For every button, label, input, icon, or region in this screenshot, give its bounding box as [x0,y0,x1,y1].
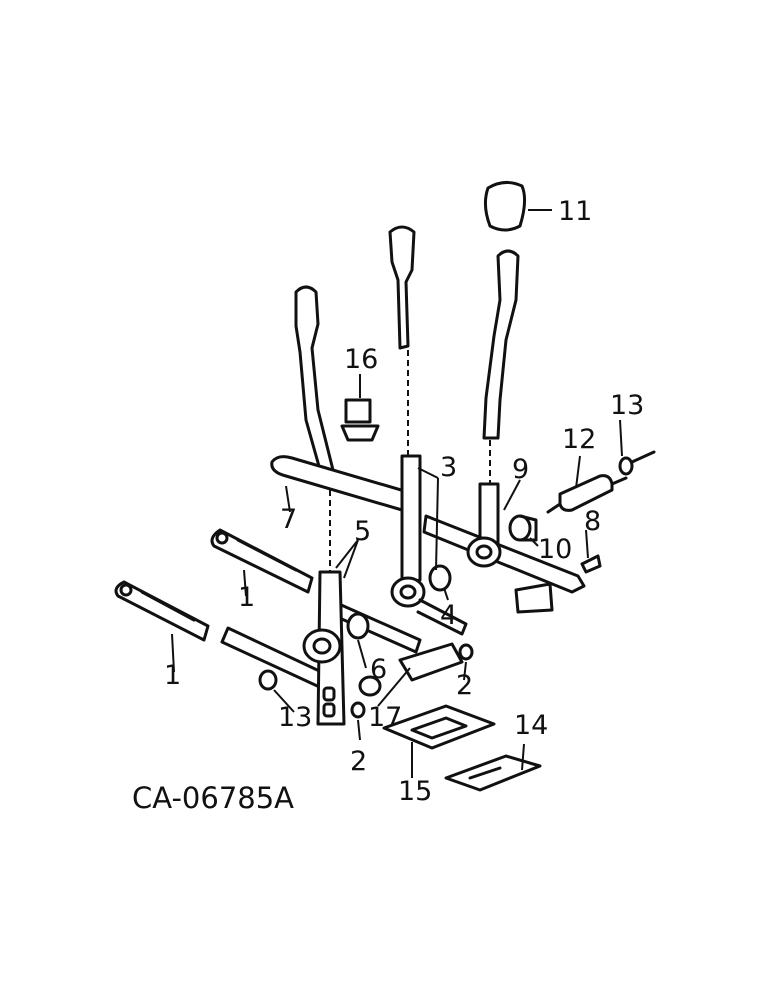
callout-17: 17 [368,702,402,733]
nut-left [350,701,366,719]
knob [483,181,527,232]
bolt [580,554,602,574]
lever-right [482,249,520,440]
slotted-bar-lower [114,580,210,642]
center-lever-arm [400,454,422,586]
switch-body [344,398,372,424]
bushing-6 [346,612,370,640]
callout-10: 10 [538,534,572,565]
callout-16: 16 [344,344,378,375]
washer-13 [258,669,278,691]
switch-base [340,424,380,442]
callout-2-right: 2 [456,670,473,701]
callout-1-upper: 1 [238,582,255,613]
rear-plate [270,455,410,512]
damper-cylinder [558,474,614,512]
nut-right [458,643,474,661]
callout-12: 12 [562,424,596,455]
figure-code: CA-06785A [132,781,294,815]
right-plate-tab [514,582,554,614]
bushing-10 [508,514,532,542]
callout-15: 15 [398,776,432,807]
lever-left [294,285,338,486]
callout-11: 11 [558,196,592,227]
callout-8: 8 [584,506,601,537]
callout-13-right: 13 [610,390,644,421]
callout-6: 6 [370,654,387,685]
callout-7: 7 [280,504,297,535]
callout-1-lower: 1 [164,660,181,691]
guide-plate [444,754,542,792]
callout-5: 5 [354,516,371,547]
right-rod [422,514,586,594]
callout-13-left: 13 [278,702,312,733]
callout-3: 3 [440,452,457,483]
callout-4: 4 [440,600,457,631]
callout-14: 14 [514,710,548,741]
lever-center [388,225,416,350]
bracket-17 [398,642,464,682]
callout-9: 9 [512,454,529,485]
bushing-4 [428,564,452,592]
leader-lines [171,209,623,778]
callout-2-left: 2 [350,746,367,777]
slotted-bar-upper [210,528,314,594]
